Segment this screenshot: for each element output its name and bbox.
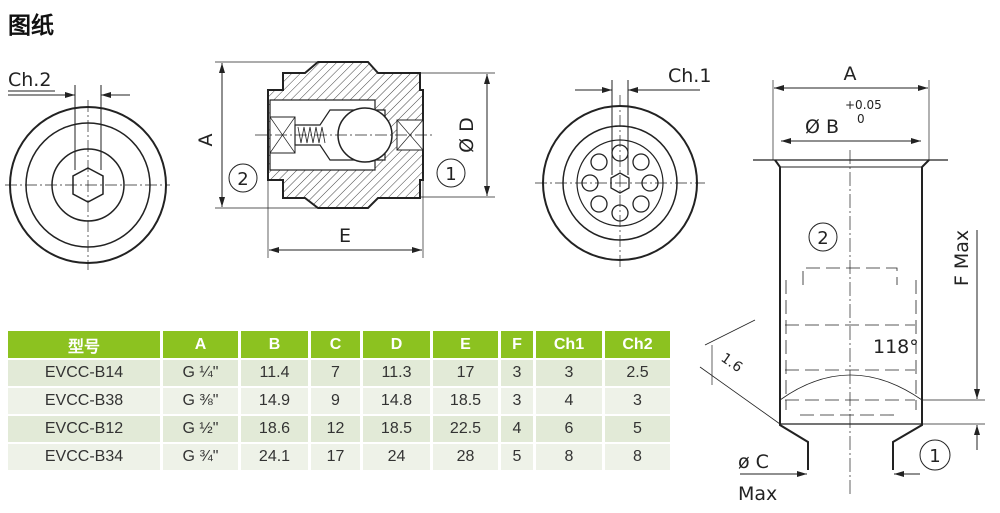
dim-e-label: E <box>339 225 351 247</box>
cell-b: 18.6 <box>241 416 308 442</box>
col-header-f: F <box>501 331 533 358</box>
page-title: 图纸 <box>8 13 54 39</box>
col-header-d: D <box>363 331 430 358</box>
cell-d: 11.3 <box>363 360 430 386</box>
cell-ch1: 6 <box>536 416 602 442</box>
col-header-ch1: Ch1 <box>536 331 602 358</box>
col-header-c: C <box>311 331 360 358</box>
cell-model: EVCC-B12 <box>8 416 160 442</box>
cell-model: EVCC-B34 <box>8 444 160 470</box>
cell-c: 12 <box>311 416 360 442</box>
tolerance-upper: +0.05 <box>845 98 882 112</box>
cell-e: 28 <box>433 444 498 470</box>
table-header-row: 型号 A B C D E F Ch1 Ch2 <box>8 331 670 358</box>
cell-b: 14.9 <box>241 388 308 414</box>
col-header-b: B <box>241 331 308 358</box>
cell-c: 7 <box>311 360 360 386</box>
cell-e: 18.5 <box>433 388 498 414</box>
cell-e: 17 <box>433 360 498 386</box>
dim-c-label: ø C <box>738 451 769 473</box>
cell-ch1: 4 <box>536 388 602 414</box>
col-header-model: 型号 <box>8 331 160 358</box>
cell-ch2: 8 <box>605 444 670 470</box>
cell-ch1: 3 <box>536 360 602 386</box>
dim-b-label: Ø B <box>805 116 839 138</box>
cell-b: 11.4 <box>241 360 308 386</box>
cell-c: 9 <box>311 388 360 414</box>
cell-ch2: 2.5 <box>605 360 670 386</box>
cell-f: 5 <box>501 444 533 470</box>
cell-ch1: 8 <box>536 444 602 470</box>
cell-a: G ⅜" <box>163 388 238 414</box>
cell-d: 14.8 <box>363 388 430 414</box>
dim-a2-label: A <box>844 63 857 85</box>
col-header-e: E <box>433 331 498 358</box>
ch2-label: Ch.2 <box>8 69 51 91</box>
cell-b: 24.1 <box>241 444 308 470</box>
ch1-label: Ch.1 <box>668 65 711 87</box>
cell-c: 17 <box>311 444 360 470</box>
cell-a: G ¼" <box>163 360 238 386</box>
col-header-a: A <box>163 331 238 358</box>
end-view-port2: Ch.2 <box>5 69 170 270</box>
cell-f: 4 <box>501 416 533 442</box>
chamfer-label: 1.6 <box>718 350 745 376</box>
cell-d: 18.5 <box>363 416 430 442</box>
port-1-label-b: 1 <box>929 446 940 467</box>
cell-ch2: 5 <box>605 416 670 442</box>
port-1-label: 1 <box>445 164 456 185</box>
cell-f: 3 <box>501 388 533 414</box>
cell-d: 24 <box>363 444 430 470</box>
port-2-label: 2 <box>237 169 248 190</box>
dim-a-label: A <box>195 134 217 147</box>
port-2-label-b: 2 <box>817 228 828 249</box>
cell-model: EVCC-B14 <box>8 360 160 386</box>
cell-model: EVCC-B38 <box>8 388 160 414</box>
angle-label: 118° <box>873 336 919 358</box>
port-cavity-view: A Ø B +0.05 0 1.6 118° 2 1 F Max ø C <box>699 63 985 505</box>
cell-ch2: 3 <box>605 388 670 414</box>
cell-a: G ¾" <box>163 444 238 470</box>
cell-f: 3 <box>501 360 533 386</box>
tolerance-lower: 0 <box>857 112 865 126</box>
dim-c-max-label: Max <box>738 483 777 505</box>
cell-a: G ½" <box>163 416 238 442</box>
end-view-port1: Ch.1 <box>535 65 711 270</box>
dim-f-label: F Max <box>951 230 973 286</box>
dim-d-label: Ø D <box>456 117 478 153</box>
cell-e: 22.5 <box>433 416 498 442</box>
col-header-ch2: Ch2 <box>605 331 670 358</box>
section-view: A Ø D E 2 1 <box>195 61 495 258</box>
